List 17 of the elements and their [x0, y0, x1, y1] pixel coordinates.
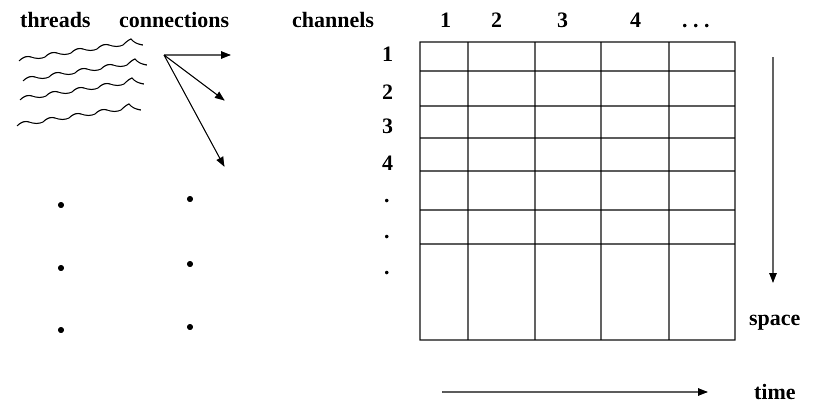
channel-number: 4 — [382, 152, 393, 174]
column-heading: channels — [292, 9, 374, 31]
time-step-number: 4 — [630, 9, 641, 31]
time-step-number: 1 — [440, 9, 451, 31]
column-heading: connections — [119, 9, 229, 31]
ellipsis: . — [384, 220, 390, 242]
column-heading: threads — [20, 9, 90, 31]
channel-number: 2 — [382, 81, 393, 103]
ellipsis: . — [384, 256, 390, 278]
ellipsis: . . . — [682, 9, 710, 31]
axis-label: space — [749, 307, 800, 329]
time-step-number: 2 — [491, 9, 502, 31]
channel-number: 3 — [382, 115, 393, 137]
channel-number: 1 — [382, 43, 393, 65]
ellipsis: . — [384, 184, 390, 206]
axis-label: time — [754, 381, 796, 403]
time-step-number: 3 — [557, 9, 568, 31]
